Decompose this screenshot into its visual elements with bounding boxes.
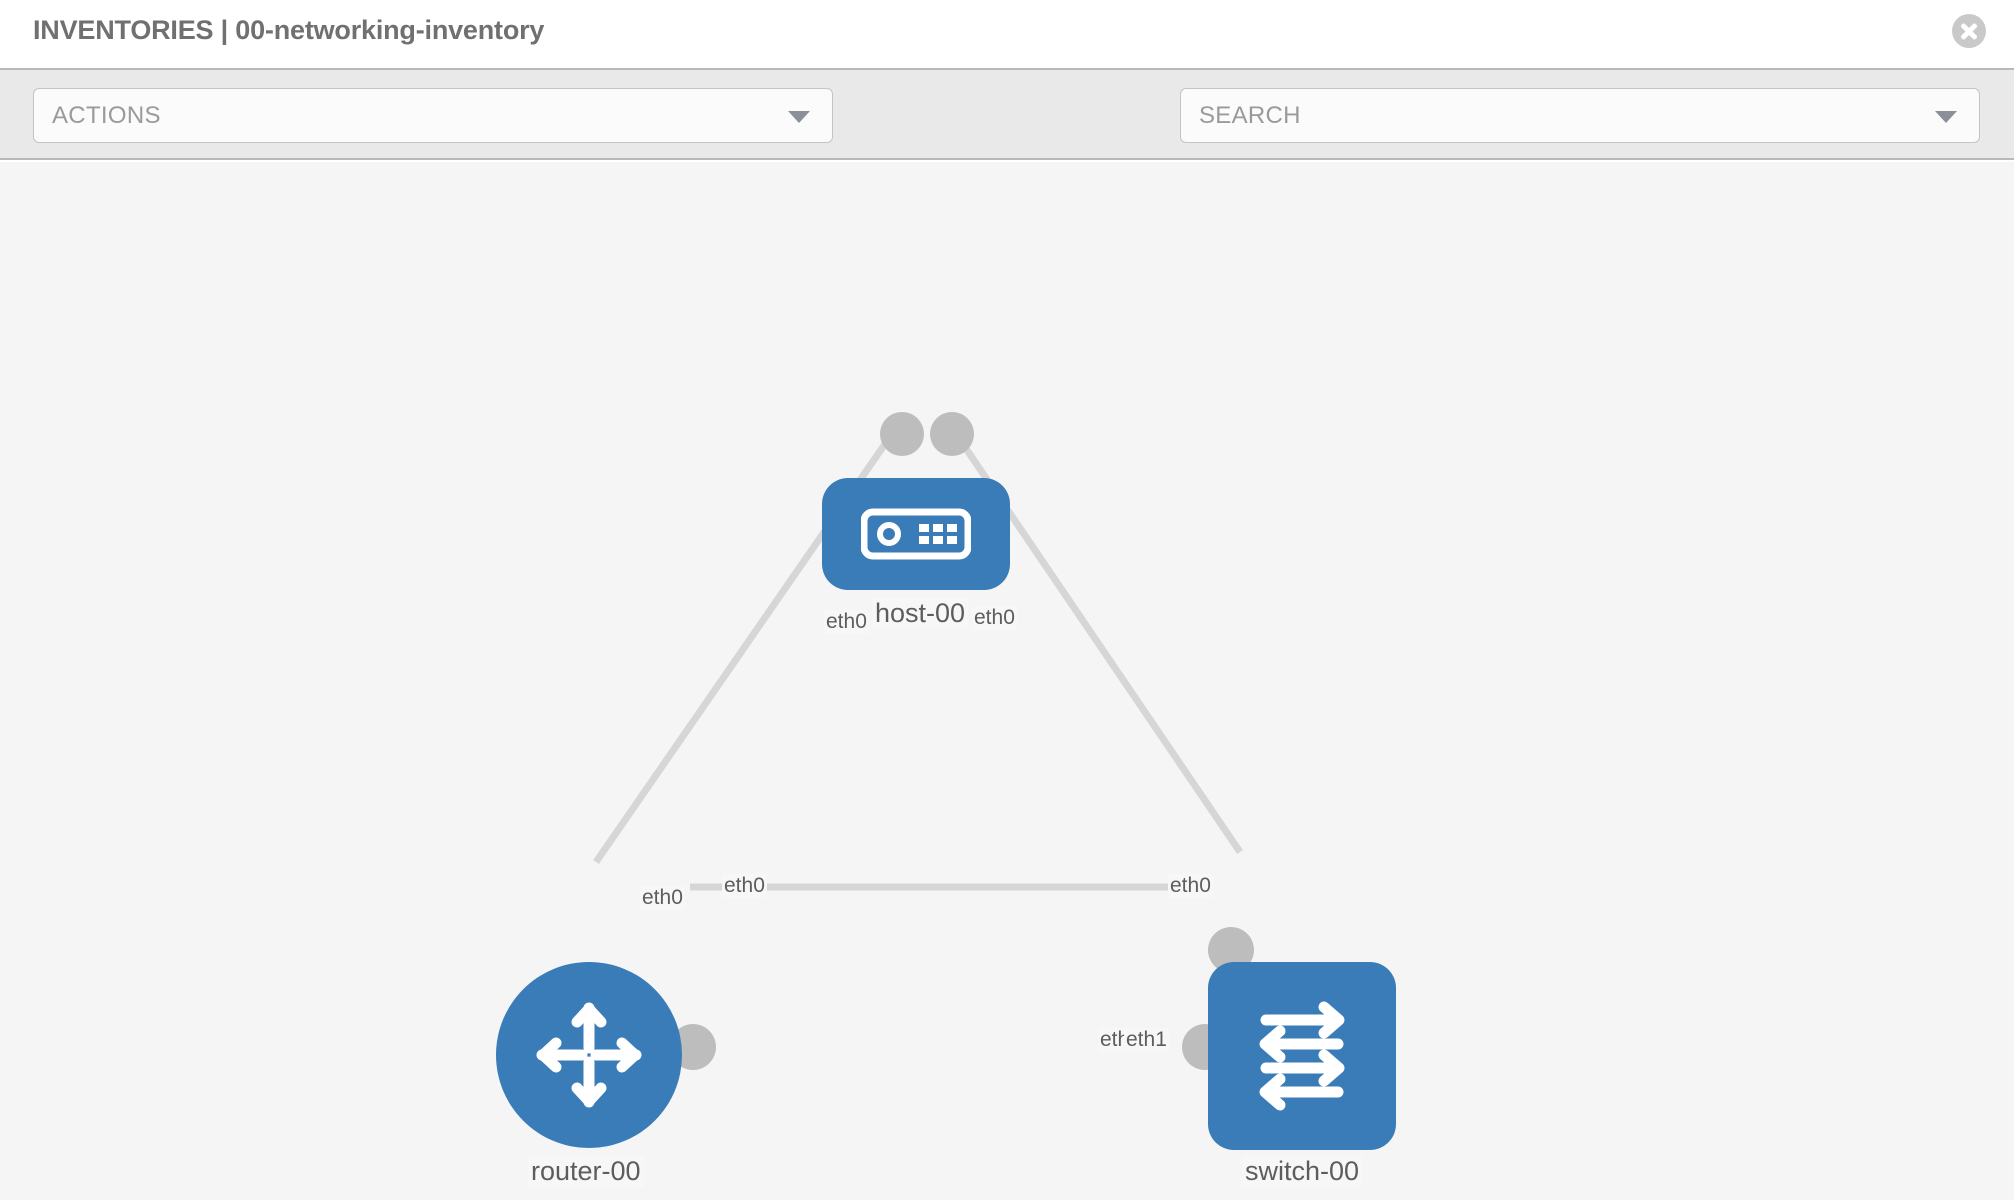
close-icon[interactable] — [1952, 14, 1986, 48]
edge-label-router-eth0-right: eth0 — [722, 874, 767, 898]
search-input[interactable]: SEARCH — [1180, 88, 1980, 143]
topology-canvas[interactable]: host-00 eth0 eth0 router-00 eth0 eth0 — [0, 162, 2014, 1200]
chevron-down-icon — [788, 111, 810, 123]
switch-exchange-arrows-icon — [1259, 1001, 1345, 1111]
page-title: INVENTORIES | 00-networking-inventory — [33, 15, 545, 45]
connector-nub-host-left[interactable] — [880, 412, 924, 456]
edge-label-switch-eth0-up: eth0 — [1168, 874, 1213, 898]
actions-dropdown[interactable]: ACTIONS — [33, 88, 833, 143]
chevron-down-icon — [1935, 111, 1957, 123]
server-device-icon — [861, 508, 971, 560]
router-four-arrows-icon — [536, 1002, 642, 1108]
node-host-00[interactable] — [822, 478, 1010, 590]
topology-edges — [593, 426, 1243, 891]
node-label-router-00: router-00 — [528, 1156, 644, 1187]
node-router-00[interactable] — [496, 962, 682, 1148]
node-label-host-00: host-00 — [872, 598, 969, 629]
node-switch-00[interactable] — [1208, 962, 1396, 1150]
node-label-switch-00: switch-00 — [1242, 1156, 1363, 1187]
edge-label-host-eth0-right: eth0 — [972, 606, 1017, 630]
edge-label-switch-eth1-left: eth1 — [1124, 1028, 1169, 1052]
toolbar: ACTIONS SEARCH — [0, 70, 2014, 200]
actions-dropdown-label: ACTIONS — [52, 102, 161, 129]
search-placeholder: SEARCH — [1199, 102, 1301, 129]
edge-label-host-eth0-left: eth0 — [824, 610, 869, 634]
connector-nub-host-right[interactable] — [930, 412, 974, 456]
window-header: INVENTORIES | 00-networking-inventory — [0, 0, 2014, 70]
edge-label-router-eth0-up: eth0 — [640, 886, 685, 910]
